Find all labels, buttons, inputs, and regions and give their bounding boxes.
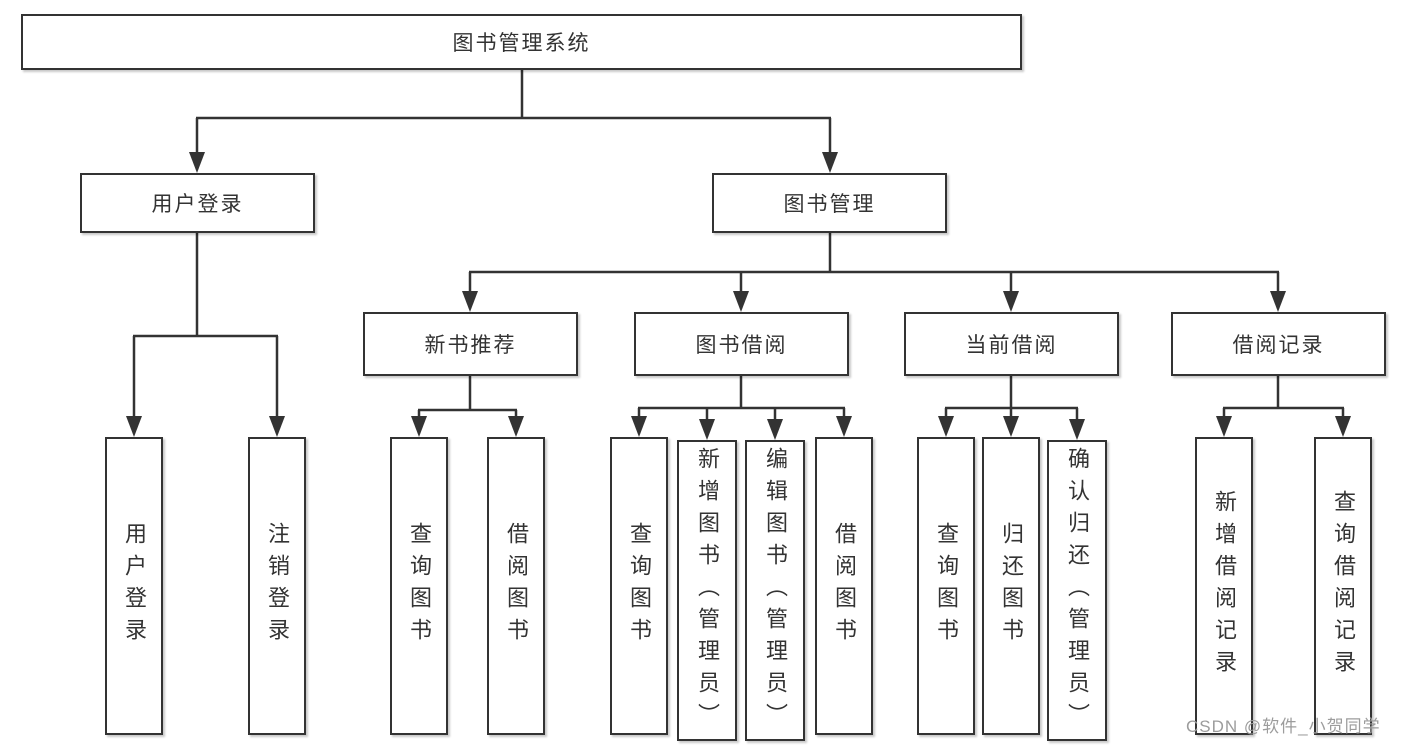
node-new-book-recommendation: 新书推荐	[363, 312, 578, 376]
leaf-query-borrow-record: 查询借阅记录	[1314, 437, 1372, 735]
leaf-add-books-admin: 新增图书（管理员）	[677, 440, 737, 741]
leaf-confirm-return-admin: 确认归还（管理员）	[1047, 440, 1107, 741]
node-current-borrowing: 当前借阅	[904, 312, 1119, 376]
node-user-login: 用户登录	[80, 173, 315, 233]
leaf-user-login: 用户登录	[105, 437, 163, 735]
leaf-query-books-recommend: 查询图书	[390, 437, 448, 735]
leaf-edit-books-admin: 编辑图书（管理员）	[745, 440, 805, 741]
node-borrowing-records: 借阅记录	[1171, 312, 1386, 376]
leaf-add-borrow-record: 新增借阅记录	[1195, 437, 1253, 735]
leaf-query-books-borrow: 查询图书	[610, 437, 668, 735]
leaf-logout: 注销登录	[248, 437, 306, 735]
leaf-return-books: 归还图书	[982, 437, 1040, 735]
leaf-borrow-books-recommend: 借阅图书	[487, 437, 545, 735]
leaf-borrow-books: 借阅图书	[815, 437, 873, 735]
node-book-management: 图书管理	[712, 173, 947, 233]
node-book-borrowing: 图书借阅	[634, 312, 849, 376]
node-library-management-system: 图书管理系统	[21, 14, 1022, 70]
csdn-watermark: CSDN @软件_小贺同学	[1186, 717, 1381, 736]
leaf-query-books-current: 查询图书	[917, 437, 975, 735]
